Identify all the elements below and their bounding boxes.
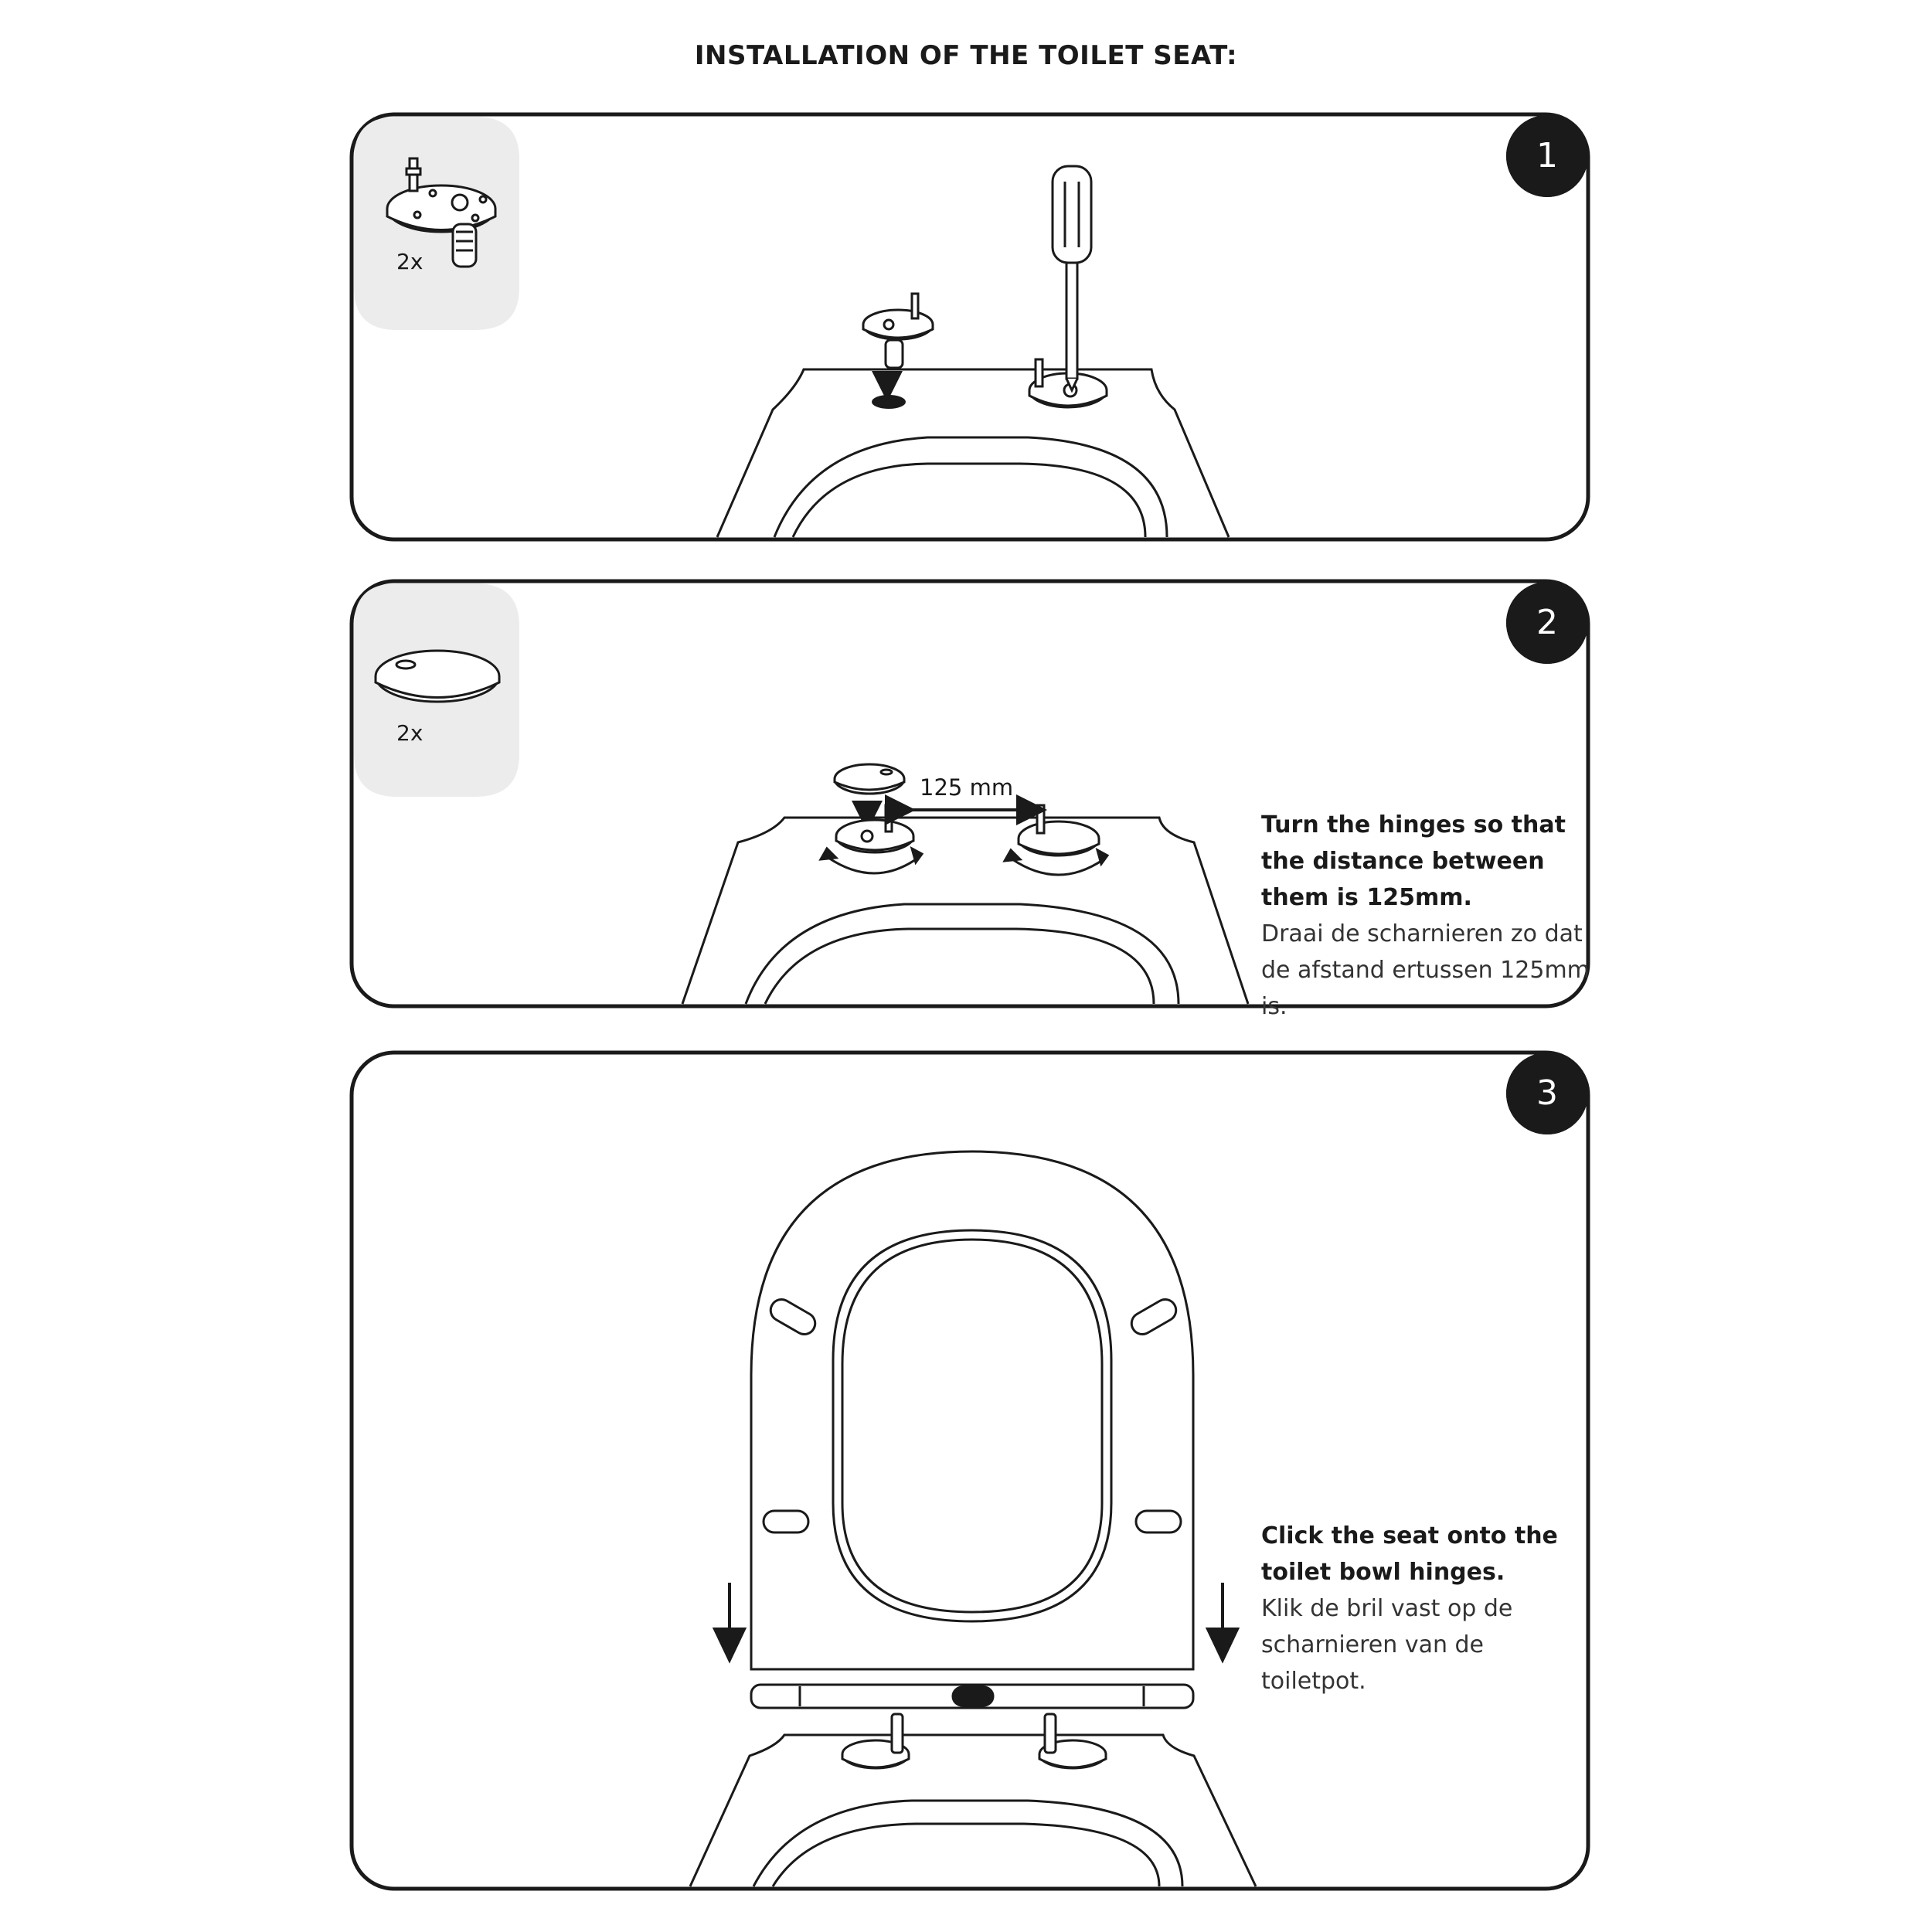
step-3-instruction-nl: Klik de bril vast op de scharnieren van … xyxy=(1261,1595,1513,1695)
seat-bumpers xyxy=(762,1298,1182,1534)
step-1-number: 1 xyxy=(1506,115,1588,197)
hinge-left xyxy=(835,804,915,854)
hinge-base-icon xyxy=(386,157,497,268)
step-3-instruction: Click the seat onto the toilet bowl hing… xyxy=(1261,1518,1594,1699)
toilet-bowl xyxy=(681,816,1250,1005)
step-3-instruction-en: Click the seat onto the toilet bowl hing… xyxy=(1261,1522,1558,1586)
hinge-right-installed xyxy=(1028,358,1108,409)
step-1-panel xyxy=(349,112,1590,542)
mounting-hole xyxy=(872,395,906,409)
cover-cap-icon xyxy=(374,649,501,703)
dimension-label: 125 mm xyxy=(920,774,1014,801)
step-1-quantity: 2x xyxy=(396,249,423,274)
page-title: INSTALLATION OF THE TOILET SEAT: xyxy=(694,40,1238,71)
step-2-instruction-en: Turn the hinges so that the distance bet… xyxy=(1261,811,1566,911)
toilet-bowl xyxy=(716,368,1230,538)
step-2-instruction: Turn the hinges so that the distance bet… xyxy=(1261,807,1594,1025)
rotate-arrows-right xyxy=(1002,848,1110,876)
cover-cap-placing xyxy=(833,763,906,795)
step-2-instruction-nl: Draai de scharnieren zo dat de afstand e… xyxy=(1261,920,1590,1020)
hinge-left-inserting xyxy=(862,292,934,369)
down-arrows xyxy=(712,1583,1240,1664)
toilet-bowl xyxy=(689,1733,1257,1887)
bowl-hinges xyxy=(841,1713,1107,1770)
toilet-seat-icon xyxy=(750,1150,1195,1709)
rotate-arrows-left xyxy=(818,846,924,875)
step-3-number: 3 xyxy=(1506,1053,1588,1134)
screwdriver-icon xyxy=(1051,165,1093,393)
step-2-number: 2 xyxy=(1506,582,1588,664)
step-3-panel xyxy=(349,1050,1590,1891)
step-2-quantity: 2x xyxy=(396,720,423,746)
hinge-right-capped xyxy=(1017,804,1100,857)
